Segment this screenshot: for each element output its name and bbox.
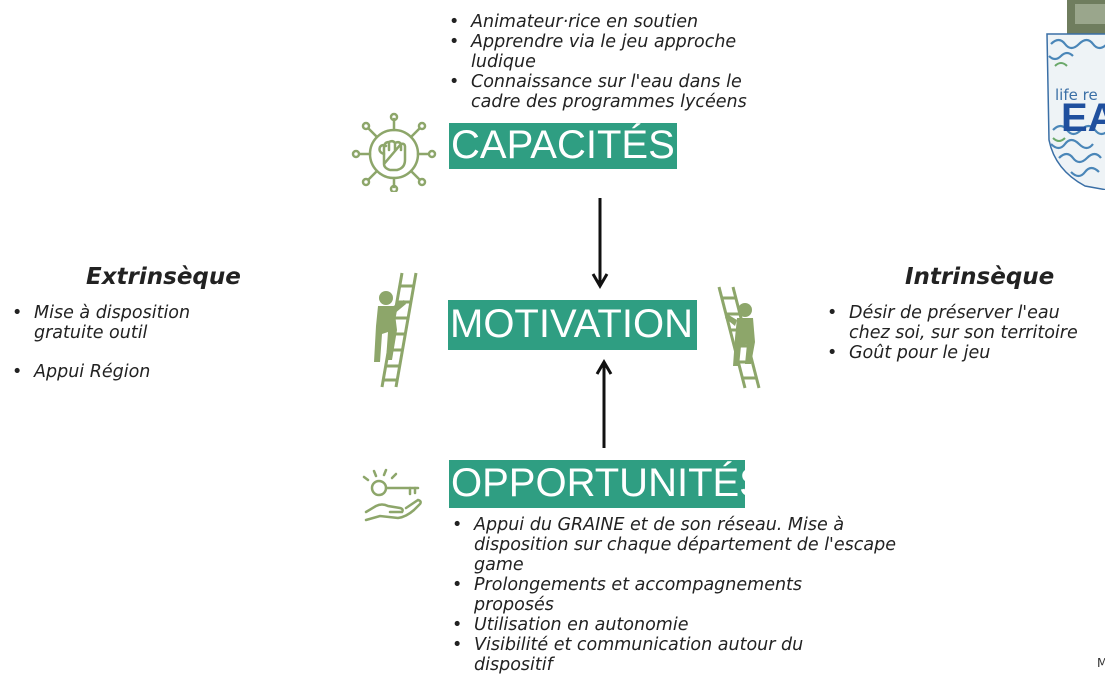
extrinseque-bullet: Appui Région	[10, 362, 225, 382]
capacites-bullet: Animateur·rice en soutien	[447, 12, 787, 32]
capacites-label: CAPACITÉS	[449, 123, 677, 169]
extrinseque-title: Extrinsèque	[86, 264, 241, 290]
motivation-label: MOTIVATION	[448, 300, 697, 350]
extrinseque-bullets: Mise à disposition gratuite outil Appui …	[10, 303, 225, 382]
logo-emblem-icon	[1046, 0, 1105, 190]
capacites-bullets: Animateur·rice en soutien Apprendre via …	[447, 12, 787, 112]
ladder-climber-icon	[374, 272, 418, 388]
opportunites-bullet: Utilisation en autonomie	[450, 615, 900, 635]
fist-network-icon	[351, 112, 437, 192]
capacites-bullet: Connaissance sur l'eau dans le cadre des…	[447, 72, 787, 112]
project-logo: life re EA	[1045, 0, 1105, 190]
opportunites-bullet: Appui du GRAINE et de son réseau. Mise à…	[450, 515, 900, 575]
intrinseque-bullets: Désir de préserver l'eau chez soi, sur s…	[825, 303, 1105, 363]
opportunites-label: OPPORTUNITÉS	[449, 460, 766, 508]
opportunites-bullets: Appui du GRAINE et de son réseau. Mise à…	[450, 515, 900, 675]
intrinseque-bullet: Goût pour le jeu	[825, 343, 1105, 363]
extrinseque-bullet: Mise à disposition gratuite outil	[10, 303, 225, 343]
logo-big-text: EA	[1061, 96, 1105, 140]
arrow-down-icon	[591, 198, 609, 289]
intrinseque-bullet: Désir de préserver l'eau chez soi, sur s…	[825, 303, 1105, 343]
logo-small-text: life re	[1055, 86, 1098, 104]
corner-text: M	[1097, 656, 1105, 670]
intrinseque-title: Intrinsèque	[905, 264, 1055, 290]
opportunites-bullet: Prolongements et accompagnements proposé…	[450, 575, 869, 615]
key-hand-icon	[362, 468, 422, 522]
opportunites-bullet: Visibilité et communication autour du di…	[450, 635, 869, 675]
capacites-bullet: Apprendre via le jeu approche ludique	[447, 32, 787, 72]
arrow-up-icon	[595, 359, 613, 448]
ladder-climber-icon	[717, 286, 761, 389]
